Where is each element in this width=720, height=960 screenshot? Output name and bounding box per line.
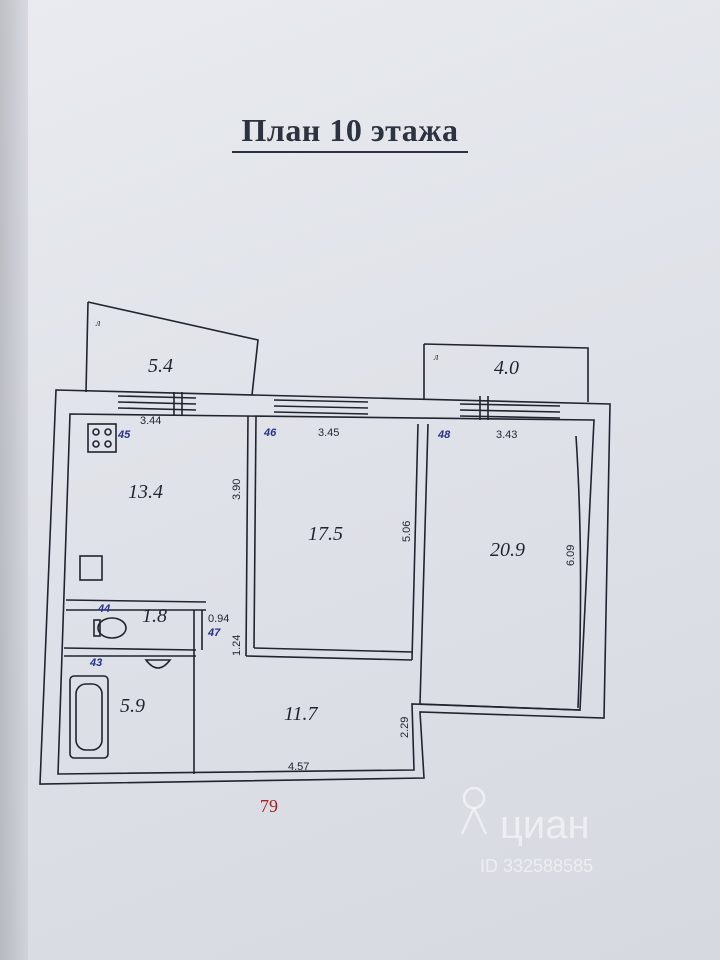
toilet-number: 44 <box>97 603 110 615</box>
kitchen-width-dim: 3.44 <box>140 415 161 427</box>
hall-width-dim: 4.57 <box>288 761 309 773</box>
wall-kitchen-bottom <box>65 599 207 611</box>
corridor-number: 47 <box>207 627 221 639</box>
right-wall-curve <box>575 435 582 709</box>
wall-toilet-bath <box>63 647 197 657</box>
middle-room-area: 17.5 <box>308 523 343 545</box>
balcony-left-area: 5.4 <box>148 355 173 377</box>
wall-middle-right <box>411 423 429 705</box>
cian-watermark: циан ID 332588585 <box>460 786 593 876</box>
corridor-width-dim: 0.94 <box>208 613 229 625</box>
outer-wall <box>39 389 611 785</box>
kitchen-depth-dim: 3.90 <box>231 479 243 500</box>
wall-right-bottom <box>419 703 581 711</box>
bathroom-number: 43 <box>89 657 102 669</box>
bathroom-area: 5.9 <box>120 695 145 717</box>
watermark-id: ID 332588585 <box>480 856 593 876</box>
window-middle <box>273 399 369 415</box>
wall-kitchen-middle <box>245 415 257 657</box>
paper-edge-shadow <box>0 0 28 960</box>
window-ticks <box>173 392 489 420</box>
outer-wall-inner <box>57 413 595 775</box>
right-depth-dim: 6.09 <box>565 545 577 566</box>
toilet-fixture <box>97 617 127 639</box>
plan-title: План 10 этажа <box>0 112 720 153</box>
middle-width-dim: 3.45 <box>318 427 339 439</box>
watermark-brand: циан <box>500 803 590 847</box>
balcony-left-label: л <box>95 318 101 329</box>
right-room-area: 20.9 <box>490 539 525 561</box>
balcony-left-outline <box>85 301 259 396</box>
right-width-dim: 3.43 <box>496 429 517 441</box>
kitchen-number: 45 <box>117 429 131 441</box>
stove-fixture <box>87 423 117 453</box>
hall-area: 11.7 <box>284 703 319 725</box>
bathtub-fixture <box>69 675 109 759</box>
hall-depth-dim: 2.29 <box>399 717 411 738</box>
kitchen-area: 13.4 <box>128 481 163 503</box>
balcony-right-outline <box>423 343 589 402</box>
wall-middle-bottom <box>245 647 413 661</box>
right-room-number: 48 <box>437 429 451 441</box>
window-right <box>459 403 561 419</box>
middle-room-number: 46 <box>263 427 277 439</box>
toilet-area: 1.8 <box>142 605 167 627</box>
window-kitchen <box>117 395 197 411</box>
middle-depth-dim: 5.06 <box>401 521 413 542</box>
corridor-depth-dim: 1.24 <box>231 635 243 656</box>
plan-footer-number: 79 <box>260 796 278 816</box>
wall-bath-hall <box>193 610 203 774</box>
balcony-right-area: 4.0 <box>494 357 519 379</box>
sink-fixture <box>79 555 103 581</box>
washbasin-fixture <box>144 659 172 669</box>
balcony-right-label: л <box>433 352 439 363</box>
